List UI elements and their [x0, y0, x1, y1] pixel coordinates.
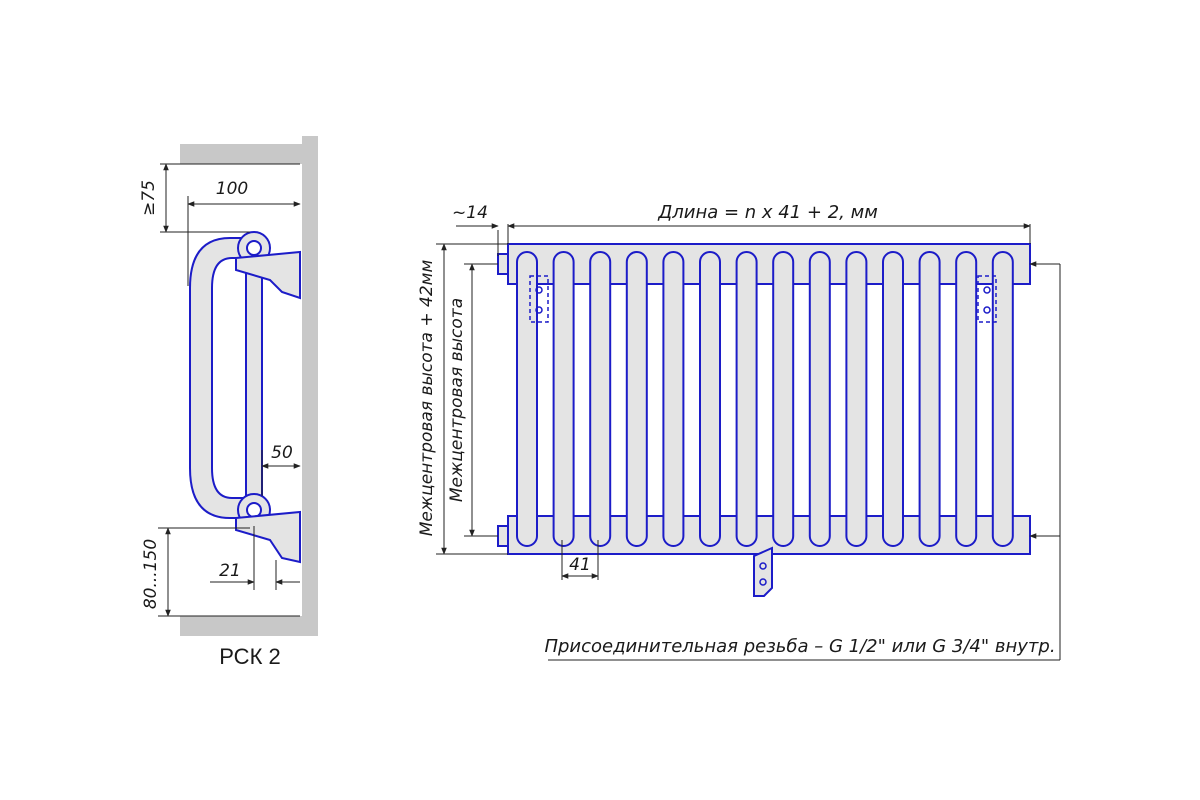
- floor-bracket: [753, 546, 773, 597]
- top-collector: [507, 243, 1031, 285]
- radiator-section: [589, 251, 612, 547]
- side-tube: [189, 237, 253, 519]
- radiator-section: [918, 251, 941, 547]
- model-label: РСК 2: [219, 644, 280, 669]
- bottom-bracket: [235, 510, 301, 564]
- radiator-section: [955, 251, 978, 547]
- radiator-section: [699, 251, 721, 547]
- left-mount-bracket: [529, 275, 549, 323]
- top-left-fitting: [497, 253, 509, 275]
- radiator-section: [625, 251, 648, 547]
- radiator-section: [882, 251, 904, 547]
- radiator-section: [991, 251, 1014, 547]
- radiator-section: [772, 251, 795, 547]
- dim-center-height: Межцентровая высота: [447, 298, 467, 502]
- dim-length: Длина = n x 41 + 2, мм: [657, 202, 878, 223]
- dim-pipe-offset: 21: [219, 561, 241, 581]
- radiator-section: [552, 251, 575, 547]
- radiator-section: [808, 251, 831, 547]
- top-bracket: [235, 250, 301, 300]
- radiator-sections: [516, 251, 1014, 547]
- floor-strip: [180, 616, 304, 636]
- radiator-section: [845, 251, 868, 547]
- ceiling-strip: [180, 144, 304, 164]
- top-port-inner: [246, 240, 262, 256]
- dim-total-height: Межцентровая высота + 42мм: [417, 260, 437, 537]
- wall: [302, 136, 318, 636]
- dim-wall-gap: ≥75: [139, 180, 159, 216]
- dim-end-offset: ~14: [452, 203, 488, 223]
- radiator-section: [662, 251, 685, 547]
- dim-bracket: 50: [271, 443, 293, 463]
- front-view: Длина = n x 41 + 2, мм ~14 Межцентровая …: [417, 202, 1061, 661]
- side-collector: [245, 255, 263, 503]
- radiator-section: [735, 251, 758, 547]
- dim-depth: 100: [216, 179, 248, 199]
- bottom-left-fitting: [497, 525, 509, 547]
- side-view: ≥75 100 50 21 80...150 РСК 2: [139, 136, 318, 669]
- right-mount-bracket: [977, 275, 997, 323]
- dim-floor-gap: 80...150: [141, 539, 161, 609]
- dim-section-pitch: 41: [569, 555, 591, 575]
- thread-note: Присоединительная резьба – G 1/2" или G …: [544, 636, 1055, 657]
- radiator-section: [516, 251, 538, 547]
